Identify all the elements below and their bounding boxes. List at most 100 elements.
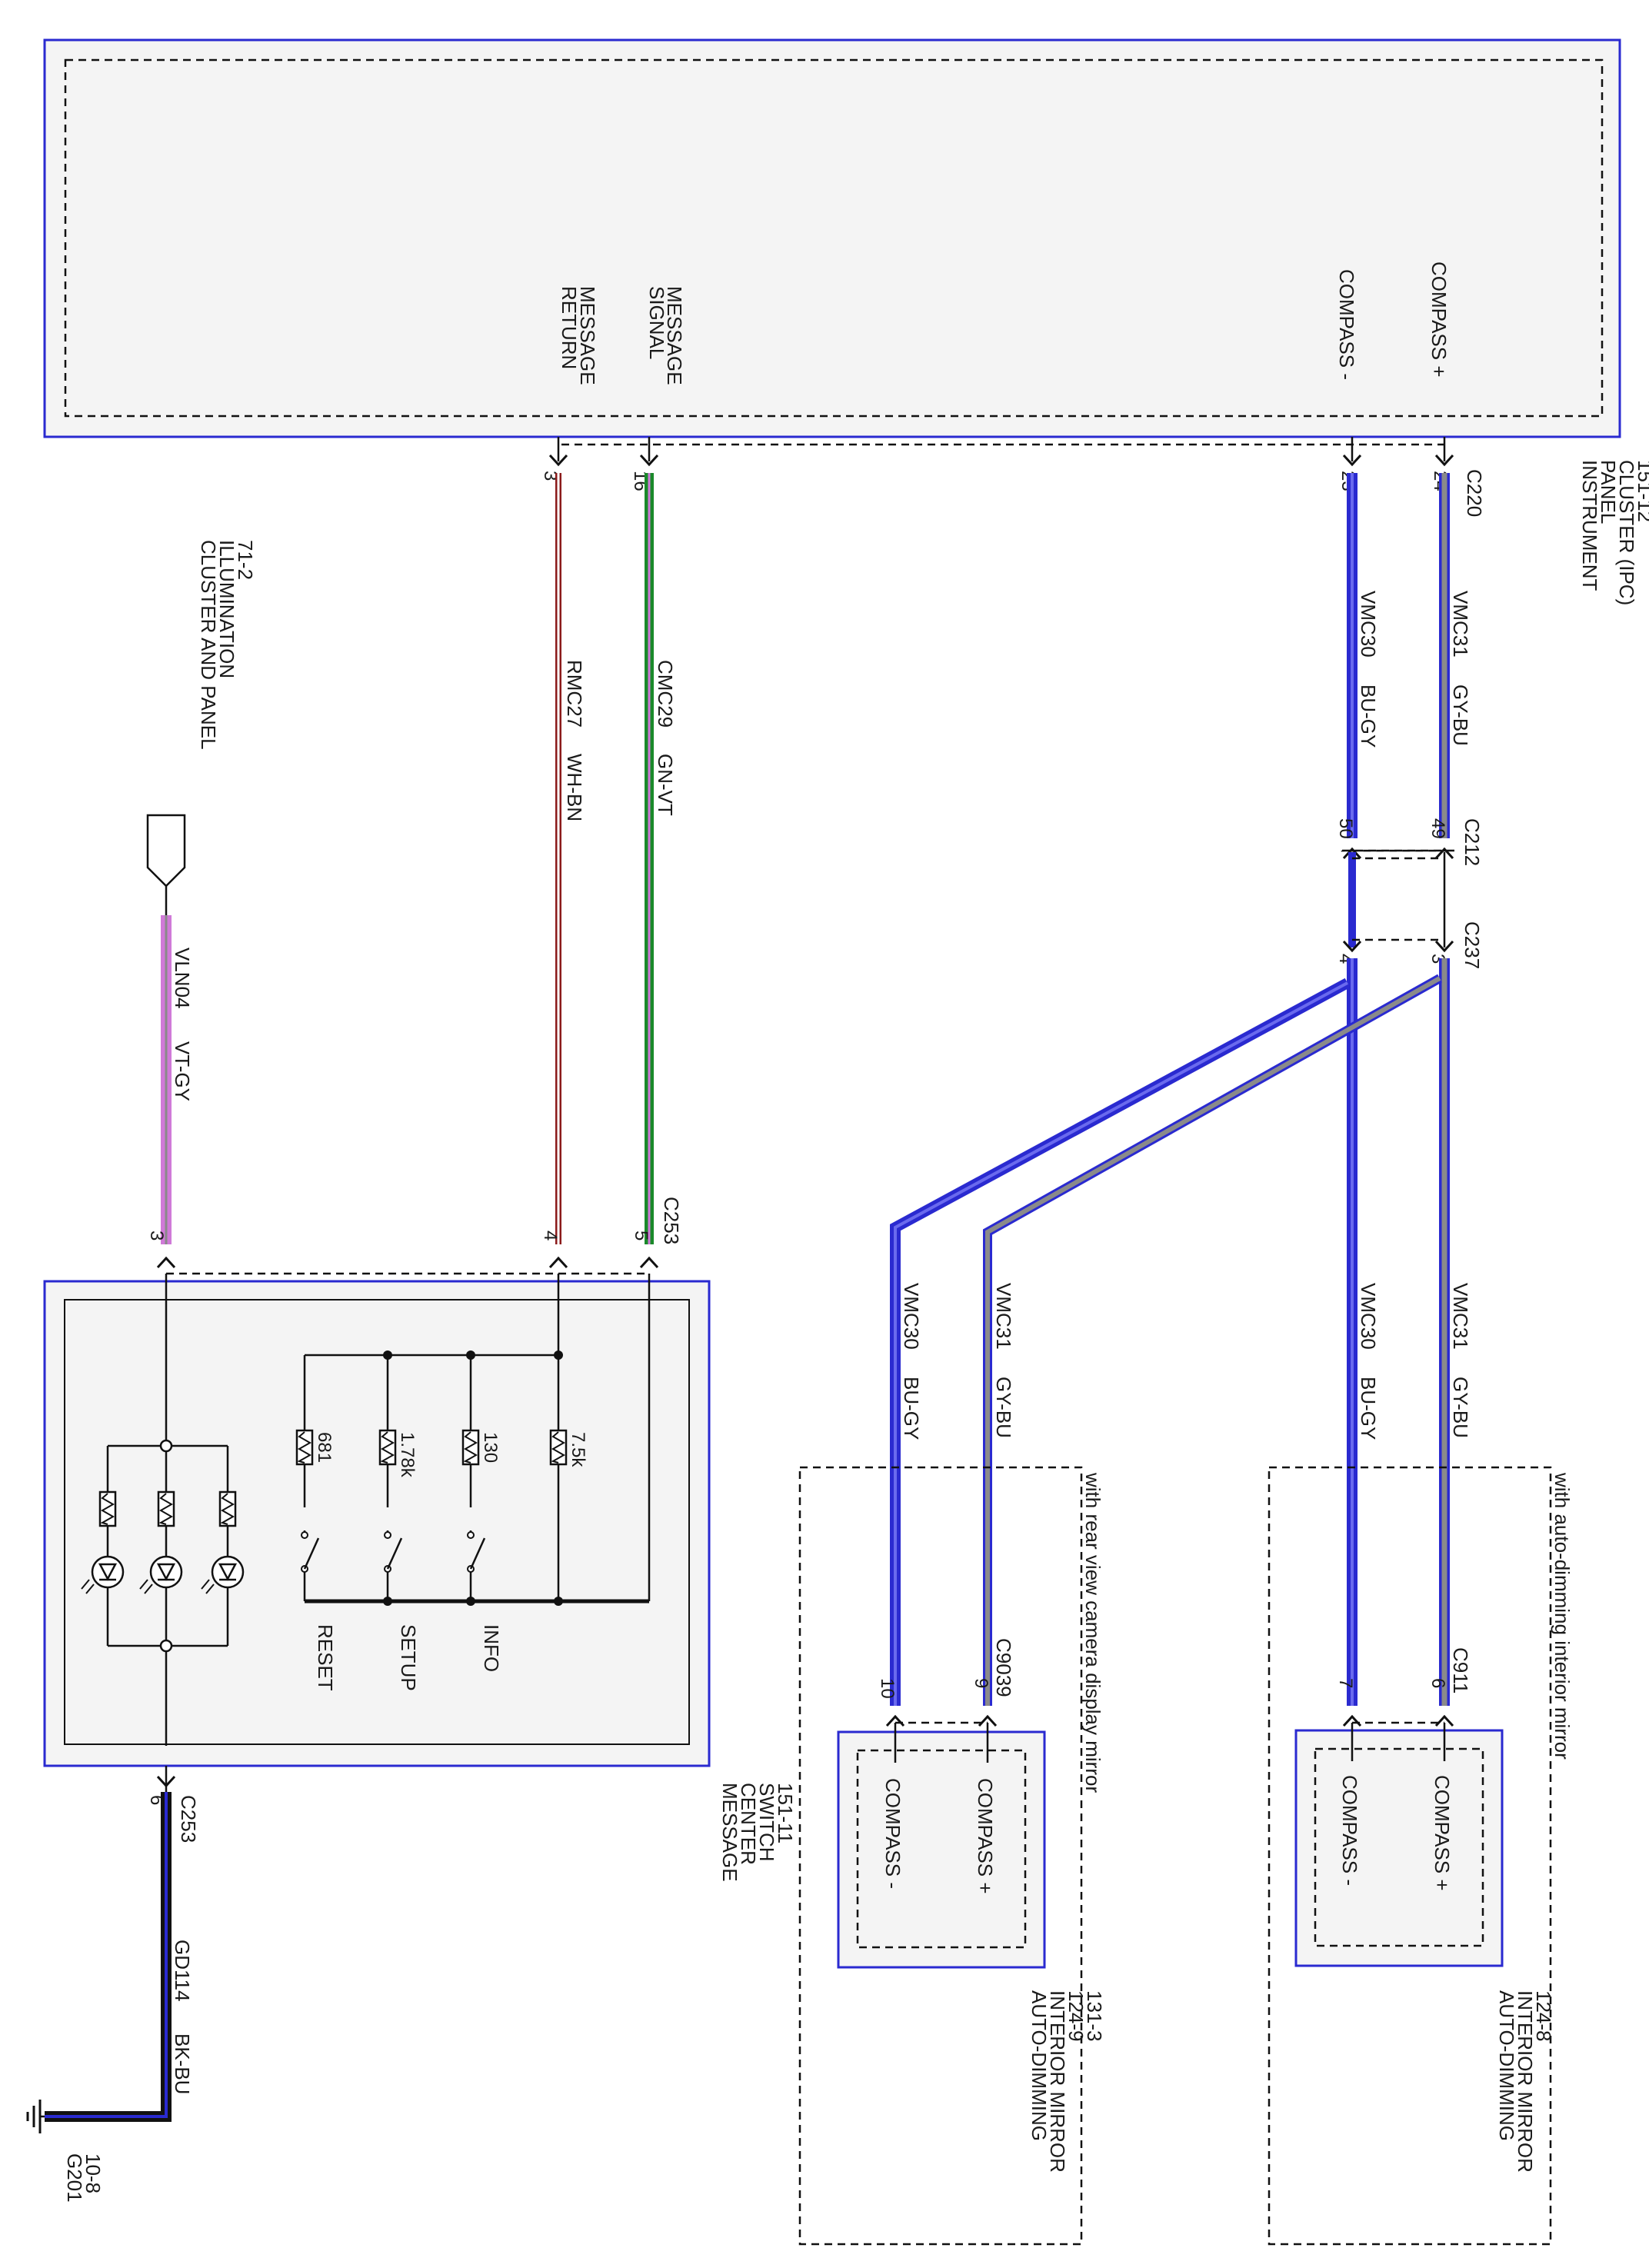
wire-gd114-color: BK-BU bbox=[171, 2033, 194, 2094]
led-resistor-1-icon bbox=[218, 1490, 237, 1527]
wire-vln04-color: VT-GY bbox=[171, 1041, 194, 1101]
illum-label-1: CLUSTER AND PANEL bbox=[197, 540, 220, 750]
c253-bottom-label: C253 bbox=[177, 1795, 200, 1843]
mirror-a-label-1: AUTO-DIMMING bbox=[1495, 1990, 1518, 2141]
ipc-pin-compass-plus: COMPASS + bbox=[1427, 261, 1451, 378]
wire-vmc30-mirror-b bbox=[885, 977, 1351, 1727]
mirror-b-label-1: AUTO-DIMMING bbox=[1028, 1990, 1051, 2141]
pin-c911-6: 6 bbox=[1427, 1678, 1448, 1688]
illumination-connector-icon bbox=[146, 814, 186, 915]
ground-label-1: G201 bbox=[63, 2153, 86, 2203]
pin-c212-50: 50 bbox=[1335, 818, 1356, 839]
mirror-b-label-4: 131-3 bbox=[1083, 1990, 1106, 2042]
ipc-connector-label: C220 bbox=[1463, 469, 1486, 517]
ground-icon bbox=[26, 2100, 45, 2133]
led-resistor-3-icon bbox=[98, 1490, 117, 1527]
pin-c9039-10: 10 bbox=[877, 1678, 898, 1699]
ipc-label-3: CLUSTER (IPC) bbox=[1615, 460, 1638, 605]
mirror-a-pin-plus: COMPASS + bbox=[1431, 1775, 1454, 1891]
led-resistor-2-icon bbox=[157, 1490, 175, 1527]
ipc-label-4: 151-12 bbox=[1634, 460, 1649, 522]
pin-c253-4: 4 bbox=[540, 1231, 561, 1241]
pin-c9039-9: 9 bbox=[971, 1678, 991, 1688]
wire-vmc30-b-circuit: VMC30 bbox=[900, 1283, 923, 1350]
ipc-pin-message-signal-2: SIGNAL bbox=[645, 286, 668, 359]
wire-rmc27-circuit: RMC27 bbox=[563, 660, 586, 728]
pin-c911-7: 7 bbox=[1335, 1678, 1356, 1688]
mirror-a-label-3: 124-8 bbox=[1532, 1990, 1555, 2042]
mirror-b-pin-plus: COMPASS + bbox=[974, 1778, 997, 1894]
pin-c253-3: 3 bbox=[146, 1231, 167, 1241]
illum-label-2: ILLUMINATION bbox=[215, 540, 238, 678]
wire-vmc31-top-circuit: VMC31 bbox=[1449, 591, 1472, 658]
switch-setup-label: SETUP bbox=[397, 1624, 420, 1691]
ipc-label-2: PANEL bbox=[1597, 460, 1620, 524]
illum-label-3: 71-2 bbox=[234, 540, 257, 580]
resistor-681-label: 681 bbox=[314, 1432, 335, 1463]
ipc-pin-compass-minus: COMPASS - bbox=[1335, 269, 1358, 380]
wire-vmc31-mirror-a bbox=[1434, 958, 1454, 1727]
wire-gd114 bbox=[45, 1766, 172, 2122]
wire-vmc31-b-circuit: VMC31 bbox=[992, 1283, 1015, 1350]
msg-switch-label-1: MESSAGE bbox=[718, 1783, 741, 1882]
c253-top-label: C253 bbox=[660, 1197, 683, 1244]
wire-vmc30-mirror-a bbox=[1342, 958, 1362, 1727]
mirror-b-pin-minus: COMPASS - bbox=[881, 1778, 904, 1889]
wire-vmc31-a-color: GY-BU bbox=[1449, 1377, 1472, 1438]
mirror-b-module bbox=[837, 1721, 1046, 1969]
wire-cmc29-circuit: CMC29 bbox=[654, 660, 677, 728]
wire-cmc29 bbox=[639, 437, 659, 1269]
c237-connector-label: C237 bbox=[1461, 921, 1484, 969]
wire-vmc30-b-color: BU-GY bbox=[900, 1377, 923, 1440]
wire-vmc30-a-circuit: VMC30 bbox=[1357, 1283, 1380, 1350]
ipc-pin-message-return-2: RETURN bbox=[558, 286, 581, 369]
mirror-a-connector-label: C911 bbox=[1449, 1647, 1472, 1694]
resistor-7-5k-icon bbox=[549, 1429, 568, 1466]
wire-cmc29-color: GN-VT bbox=[654, 754, 677, 816]
resistor-7-5k-label: 7.5k bbox=[568, 1432, 588, 1467]
mirror-a-pin-minus: COMPASS - bbox=[1338, 1775, 1361, 1886]
resistor-130-icon bbox=[461, 1429, 480, 1466]
resistor-1-78k-label: 1.78k bbox=[397, 1432, 418, 1478]
wire-vmc30-top-color: BU-GY bbox=[1357, 684, 1380, 748]
ipc-label-1: INSTRUMENT bbox=[1578, 460, 1601, 591]
wire-vln04-circuit: VLN04 bbox=[171, 947, 194, 1009]
mirror-a-option-area bbox=[1268, 1466, 1552, 2246]
wire-rmc27 bbox=[548, 437, 568, 1269]
illumination-led-circuit bbox=[106, 1274, 229, 1746]
wire-vmc30-a-color: BU-GY bbox=[1357, 1377, 1380, 1440]
mirror-a-option-label: with auto-dimming interior mirror bbox=[1551, 1472, 1574, 1760]
switch-internal-circuit bbox=[301, 1274, 651, 1606]
mirror-b-option-area bbox=[798, 1466, 1083, 2246]
resistor-1-78k-icon bbox=[378, 1429, 397, 1466]
mirror-b-option-label: with rear view camera display mirror bbox=[1081, 1472, 1104, 1793]
ipc-module bbox=[43, 38, 1621, 438]
wire-vmc31-b-color: GY-BU bbox=[992, 1377, 1015, 1438]
wire-vmc30-ipc bbox=[1342, 437, 1362, 952]
wire-vmc31-top-color: GY-BU bbox=[1449, 684, 1472, 746]
pin-c253-5: 5 bbox=[631, 1231, 651, 1241]
switch-reset-label: RESET bbox=[314, 1624, 337, 1691]
wire-vmc31-ipc bbox=[1434, 437, 1454, 952]
switch-info-label: INFO bbox=[480, 1624, 503, 1672]
wire-vln04 bbox=[156, 915, 176, 1269]
wire-vmc31-mirror-b bbox=[978, 974, 1442, 1727]
wire-rmc27-color: WH-BN bbox=[563, 754, 586, 821]
mirror-a-module bbox=[1294, 1721, 1504, 1967]
msg-switch-label-4: 151-11 bbox=[774, 1783, 797, 1843]
pin-c212-49: 49 bbox=[1427, 818, 1448, 839]
msg-switch-label-2: CENTER bbox=[737, 1783, 760, 1865]
mirror-a-label-2: INTERIOR MIRROR bbox=[1514, 1990, 1537, 2173]
message-center-switch-module bbox=[43, 1280, 711, 1767]
ipc-pin-message-signal-1: MESSAGE bbox=[663, 286, 686, 385]
wire-vmc30-top-circuit: VMC30 bbox=[1357, 591, 1380, 658]
wire-gd114-circuit: GD114 bbox=[171, 1940, 194, 2001]
c212-connector-label: C212 bbox=[1461, 818, 1484, 866]
mirror-b-label-3: 124-9 bbox=[1064, 1990, 1088, 2042]
ipc-pin-message-return-1: MESSAGE bbox=[576, 286, 599, 385]
resistor-681-icon bbox=[295, 1429, 314, 1466]
ground-label-2: 10-8 bbox=[82, 2153, 105, 2193]
msg-switch-label-3: SWITCH bbox=[755, 1783, 778, 1862]
resistor-130-label: 130 bbox=[480, 1432, 501, 1463]
wire-vmc31-a-circuit: VMC31 bbox=[1449, 1283, 1472, 1350]
